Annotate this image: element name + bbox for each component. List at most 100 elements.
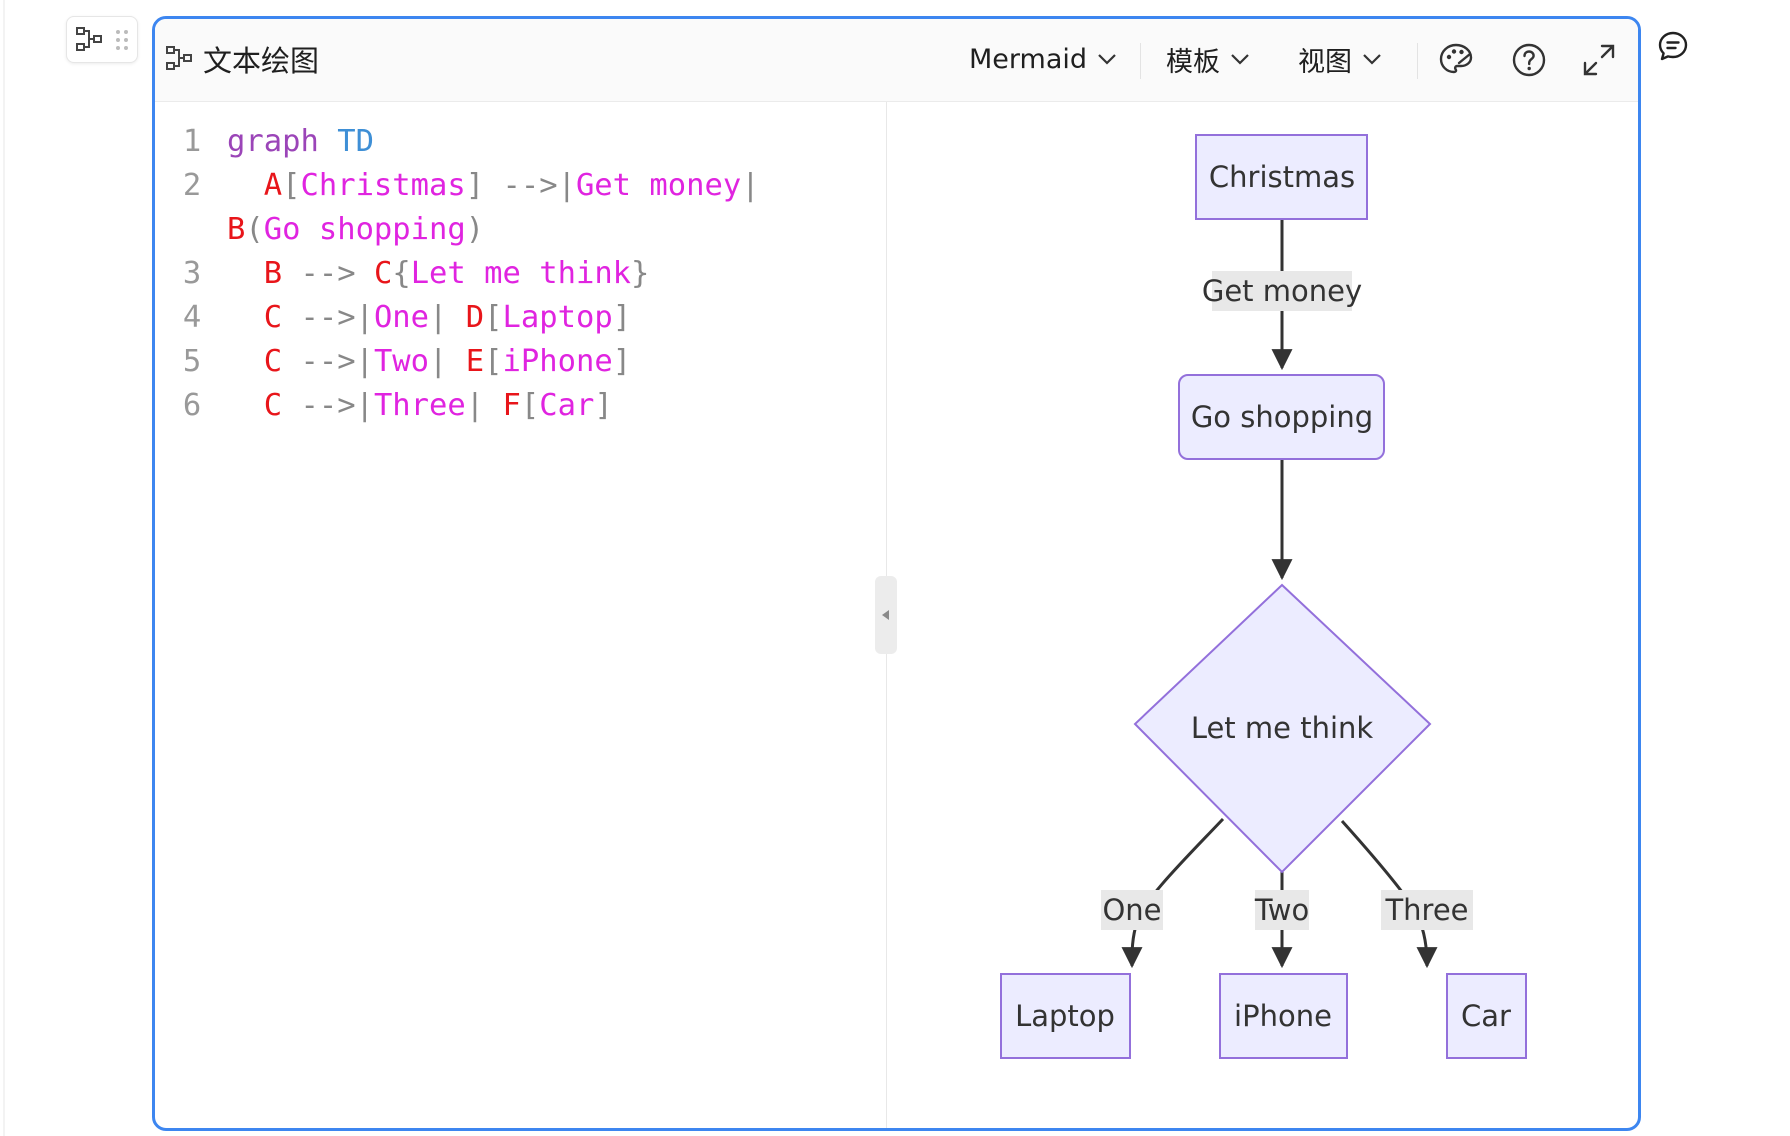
edge-label-three-text: Three xyxy=(1384,893,1468,927)
chevron-down-icon xyxy=(1098,54,1116,65)
code-token xyxy=(319,124,337,159)
node-iphone-label: iPhone xyxy=(1234,999,1332,1033)
line-number: 1 xyxy=(182,124,202,159)
node-go-shopping[interactable]: Go shopping xyxy=(1178,374,1385,460)
code-line[interactable]: B(Go shopping) xyxy=(227,210,484,250)
line-number: 4 xyxy=(182,300,202,335)
code-token: | xyxy=(465,388,503,423)
node-go-shopping-label: Go shopping xyxy=(1191,400,1373,434)
code-token: C xyxy=(263,388,283,423)
code-token: ] xyxy=(594,388,613,423)
code-token xyxy=(227,256,264,291)
code-token: C xyxy=(263,300,283,335)
diagram-toolbar: 文本绘图 Mermaid 模板 视图 xyxy=(155,19,1638,102)
code-token: D xyxy=(465,300,485,335)
code-token: ] -->| xyxy=(465,168,576,203)
toolbar-separator xyxy=(1140,43,1141,79)
flowchart: Get money One Two Three Christmas Go sho… xyxy=(1000,134,1527,1059)
code-token: A xyxy=(263,168,283,203)
code-token: -->| xyxy=(282,300,374,335)
code-token: TD xyxy=(337,124,374,159)
diagram-icon xyxy=(76,26,102,51)
code-token: ] xyxy=(612,344,632,379)
engine-label: Mermaid xyxy=(969,43,1088,75)
chevron-down-icon xyxy=(1363,54,1381,65)
code-token: E xyxy=(465,344,485,379)
code-line[interactable]: A[Christmas] -->|Get money| xyxy=(227,166,760,206)
code-token: One xyxy=(373,300,430,335)
comment-icon[interactable] xyxy=(1657,30,1689,62)
code-token xyxy=(227,168,264,203)
chevron-down-icon xyxy=(1231,54,1249,65)
edge-label-two-text: Two xyxy=(1254,893,1309,927)
edge-label-get-money-text: Get money xyxy=(1202,274,1362,308)
line-number: 3 xyxy=(182,256,202,291)
node-christmas-label: Christmas xyxy=(1209,160,1355,194)
line-number: 5 xyxy=(182,344,202,379)
node-car-label: Car xyxy=(1461,999,1511,1033)
code-token: Go shopping xyxy=(263,212,466,247)
code-token: --> xyxy=(282,256,374,291)
node-let-me-think[interactable]: Let me think xyxy=(1133,583,1432,874)
code-token xyxy=(227,344,264,379)
code-token: } xyxy=(631,256,650,291)
code-token: { xyxy=(392,256,411,291)
view-dropdown[interactable]: 视图 xyxy=(1298,39,1382,79)
collapse-left-icon xyxy=(882,610,889,620)
collapse-pane-handle[interactable] xyxy=(875,576,897,654)
block-title: 文本绘图 xyxy=(165,39,319,79)
block-handle[interactable] xyxy=(66,16,138,63)
template-dropdown[interactable]: 模板 xyxy=(1166,39,1250,79)
help-icon[interactable] xyxy=(1510,41,1548,79)
code-token: ] xyxy=(612,300,632,335)
code-token: Car xyxy=(539,388,595,423)
engine-dropdown[interactable]: Mermaid xyxy=(969,39,1117,79)
node-car[interactable]: Car xyxy=(1446,973,1527,1059)
code-token: [ xyxy=(520,388,540,423)
code-token: | xyxy=(429,300,466,335)
code-line[interactable]: graph TD xyxy=(227,122,374,162)
view-label: 视图 xyxy=(1298,46,1352,78)
code-token: [ xyxy=(484,300,503,335)
code-token: B xyxy=(227,212,246,247)
code-token: Christmas xyxy=(300,168,466,203)
fullscreen-icon[interactable] xyxy=(1580,41,1618,79)
block-title-text: 文本绘图 xyxy=(203,44,320,78)
code-line[interactable]: C -->|One| D[Laptop] xyxy=(227,298,631,338)
code-token xyxy=(227,388,264,423)
code-token: Three xyxy=(373,388,466,423)
edge-label-two: Two xyxy=(1254,890,1309,930)
code-token: -->| xyxy=(282,388,374,423)
code-token: C xyxy=(373,256,393,291)
code-token: [ xyxy=(484,344,503,379)
node-christmas[interactable]: Christmas xyxy=(1195,134,1368,220)
code-token xyxy=(227,300,264,335)
code-token: ) xyxy=(465,212,485,247)
code-token: F xyxy=(502,388,521,423)
node-laptop-label: Laptop xyxy=(1015,999,1115,1033)
edge-label-three: Three xyxy=(1381,890,1473,930)
text-diagram-block: 文本绘图 Mermaid 模板 视图 xyxy=(152,16,1641,1131)
edge-label-one-text: One xyxy=(1102,893,1161,927)
code-token: graph xyxy=(227,124,319,159)
code-token: iPhone xyxy=(502,344,613,379)
line-number: 2 xyxy=(182,168,202,203)
page-margin-line xyxy=(3,0,5,1136)
code-token: Let me think xyxy=(410,256,632,291)
code-token: C xyxy=(263,344,283,379)
drag-handle-icon[interactable] xyxy=(115,28,129,52)
node-laptop[interactable]: Laptop xyxy=(1000,973,1131,1059)
edge-label-one: One xyxy=(1101,890,1163,930)
node-iphone[interactable]: iPhone xyxy=(1219,973,1348,1059)
node-let-me-think-label: Let me think xyxy=(1191,711,1374,745)
code-line[interactable]: C -->|Two| E[iPhone] xyxy=(227,342,631,382)
code-token: | xyxy=(429,344,466,379)
edge-label-get-money: Get money xyxy=(1202,271,1362,311)
code-line[interactable]: B --> C{Let me think} xyxy=(227,254,650,294)
toolbar-separator xyxy=(1417,43,1418,79)
palette-icon[interactable] xyxy=(1437,41,1475,79)
code-token: [ xyxy=(282,168,301,203)
code-line[interactable]: C -->|Three| F[Car] xyxy=(227,386,613,426)
code-token: Get money xyxy=(575,168,742,203)
